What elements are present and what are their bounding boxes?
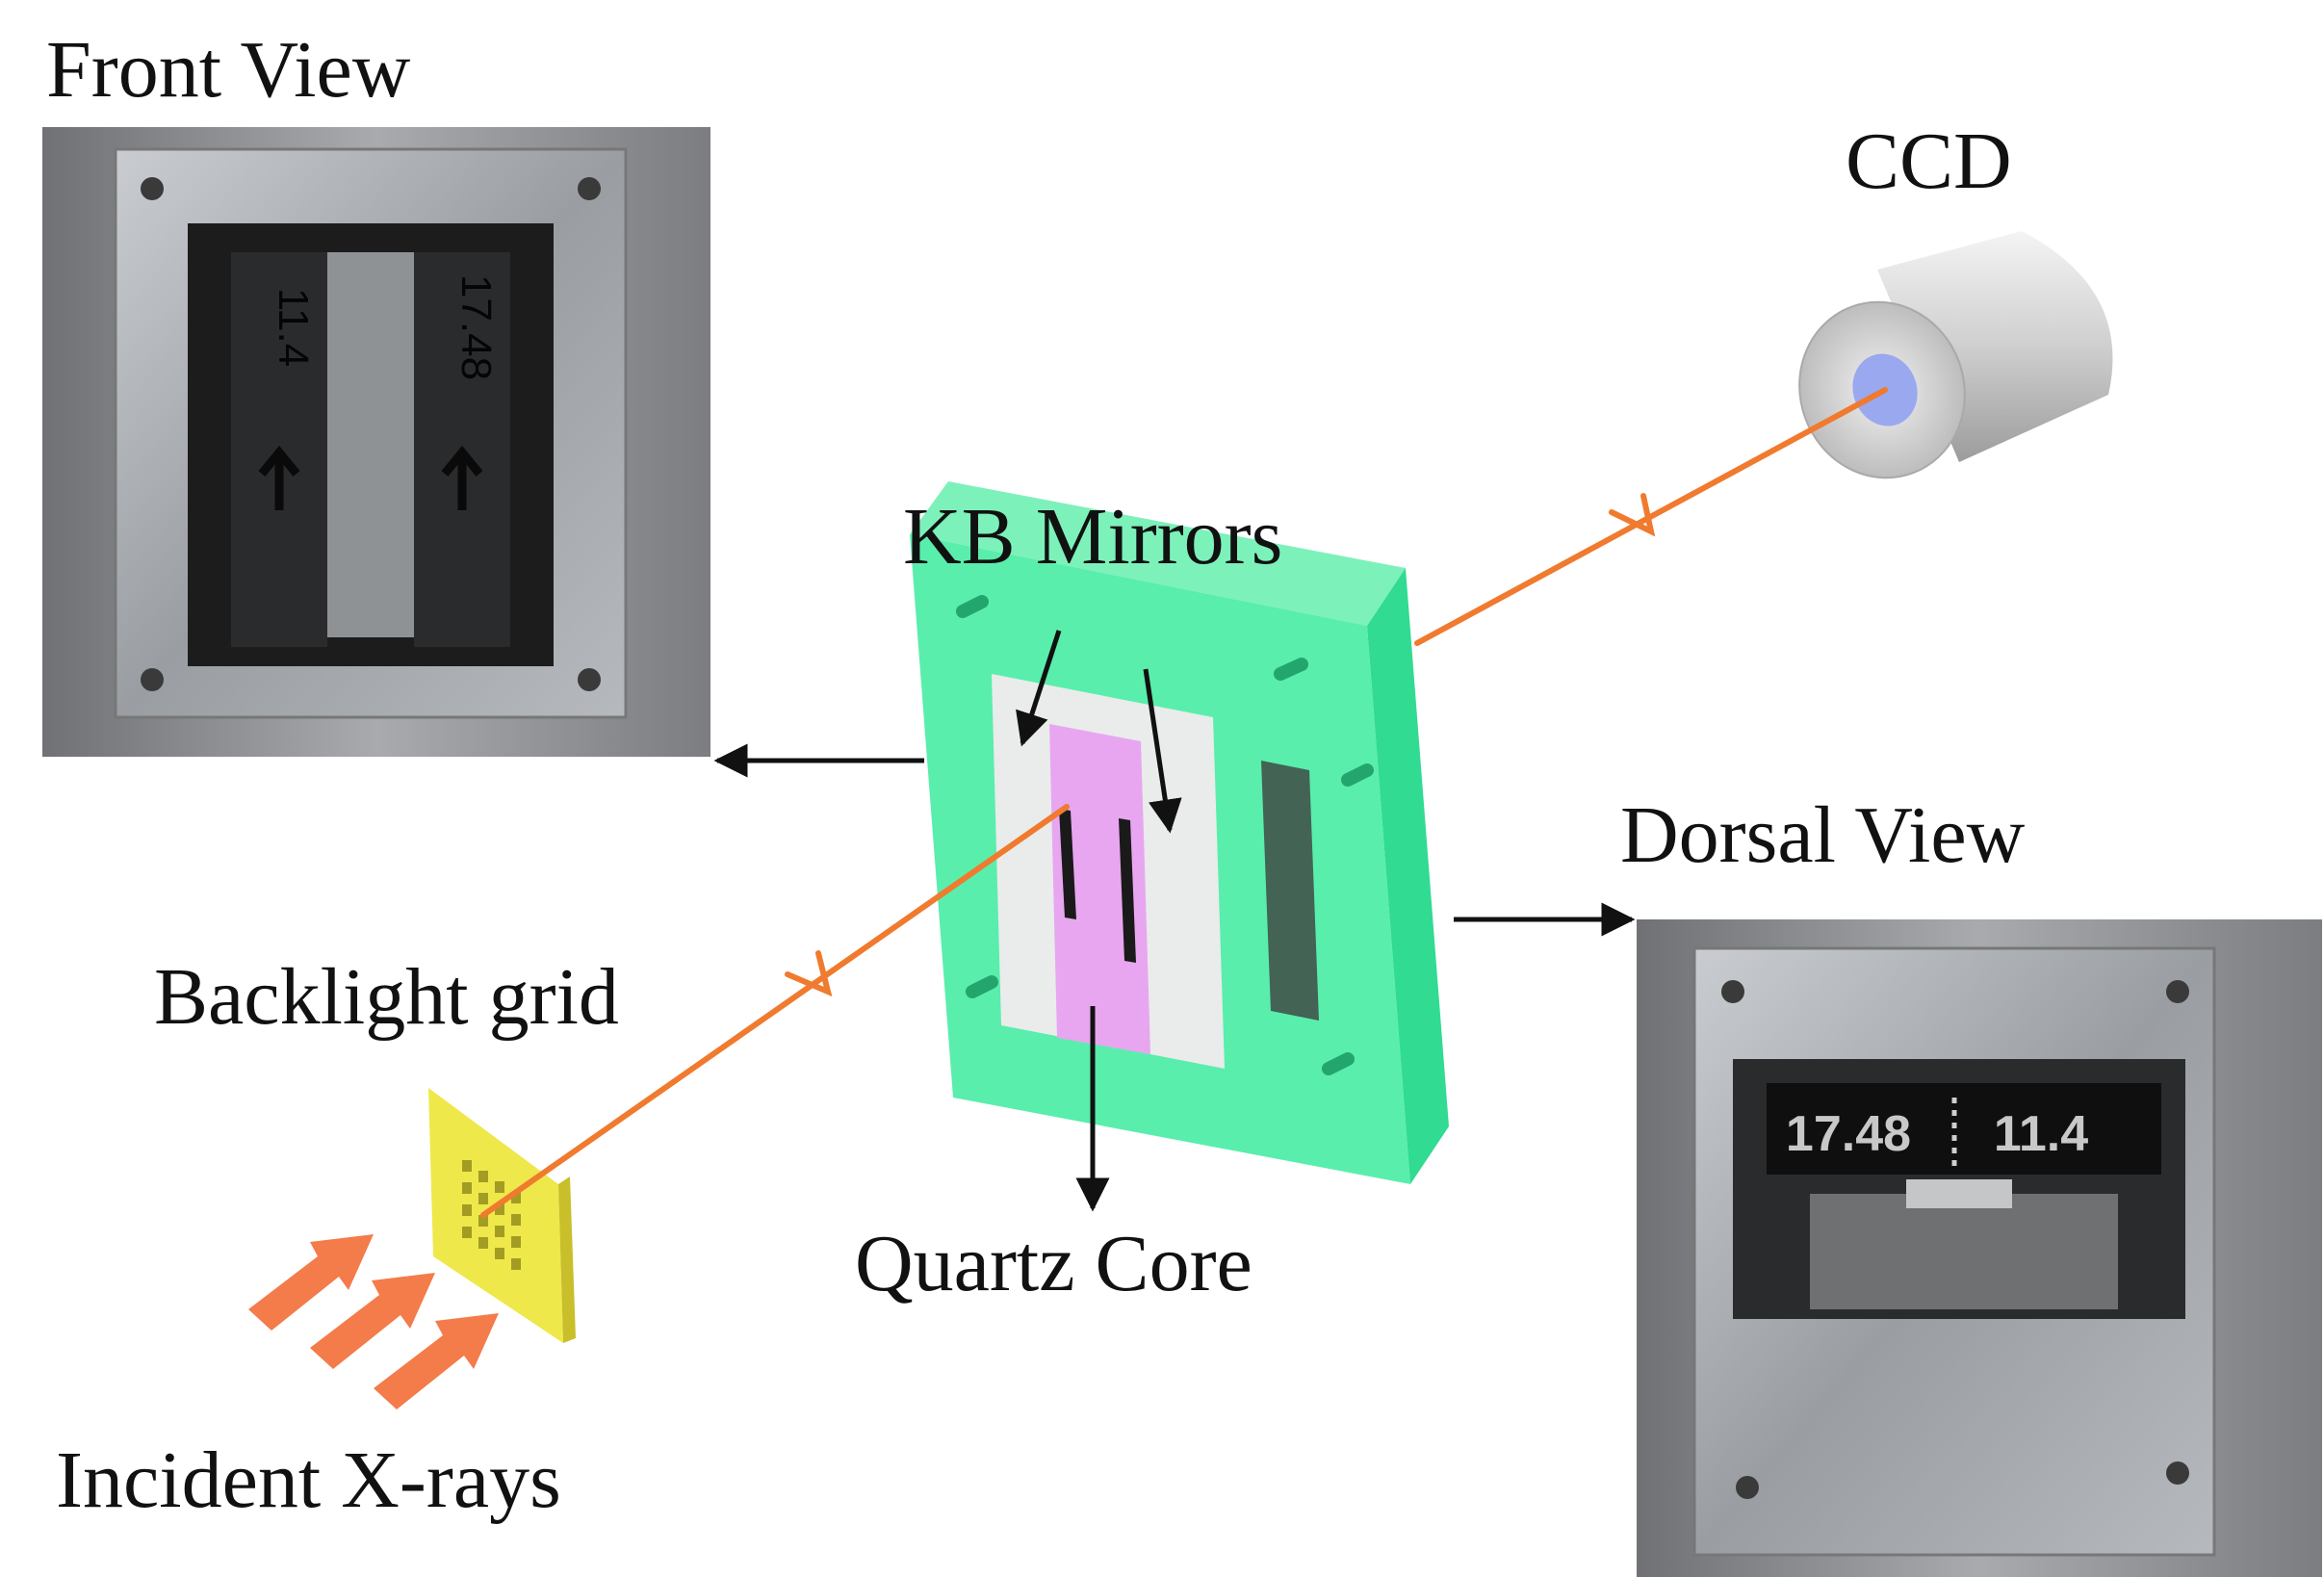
front-view-label: Front View [46,25,411,115]
arrow-to-mirror-left [1016,630,1062,747]
incident-xrays-label: Incident X-rays [56,1435,561,1525]
xray-arrow-icon [374,1313,499,1409]
beam-segment-reflected [1414,387,1888,646]
grid-holes-icon [462,1160,521,1270]
beam-direction-icon [785,950,833,997]
ccd-label: CCD [1846,116,2012,206]
quartz-core-label: Quartz Core [855,1219,1252,1308]
kb-mirrors-label: KB Mirrors [903,492,1282,582]
backlight-grid-label: Backlight grid [154,952,619,1042]
beam-direction-icon [1609,493,1656,537]
arrow-to-mirror-right [1143,668,1182,834]
dorsal-view-label: Dorsal View [1620,790,2026,880]
dorsal-view-photo: 17.48 11.4 [1637,919,2322,1577]
handwritten-arrow-icon [258,445,483,510]
screw-hole-icon [141,177,601,691]
xray-arrow-icon [310,1273,435,1369]
front-mark-left: 11.4 [270,288,317,367]
beam-segment-incident [480,804,1070,1218]
dorsal-mark-right: 11.4 [1994,1106,2088,1162]
incident-xray-arrows [248,1234,499,1409]
dorsal-mark-left: 17.48 [1786,1106,1911,1162]
screw-hole-icon [1721,980,2189,1499]
front-view-photo: 11.4 17.48 [42,127,710,757]
front-mark-right: 17.48 [452,274,500,380]
xray-arrow-icon [248,1234,374,1331]
kb-mirror-housing [910,481,1449,1184]
xray-beam [480,387,1888,1218]
backlight-grid [428,1088,576,1343]
pointer-arrows [713,630,1636,1212]
ccd-detector [1798,231,2113,479]
housing-pin-icon [956,595,1374,1075]
